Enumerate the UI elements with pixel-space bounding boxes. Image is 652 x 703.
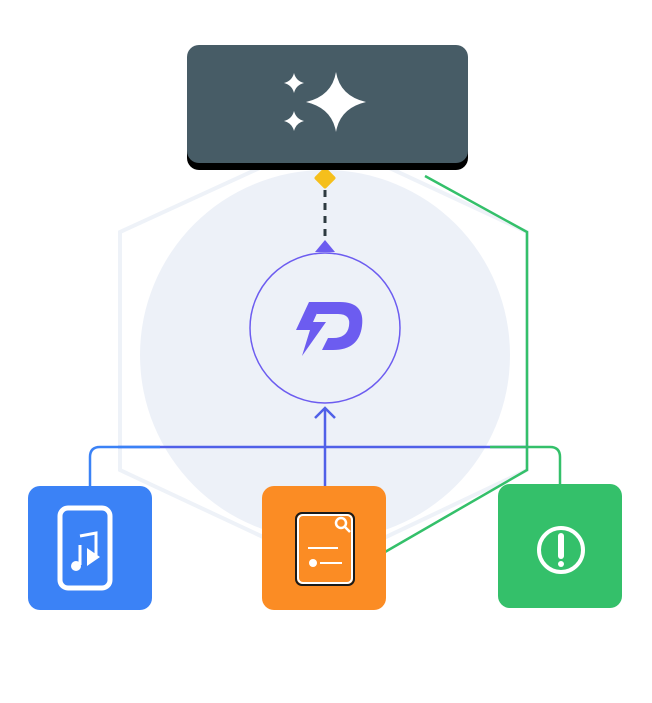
up-arrow-icon xyxy=(314,406,336,419)
document-search-icon xyxy=(295,512,355,586)
left-card[interactable] xyxy=(28,486,152,610)
lightning-d-logo-icon xyxy=(296,302,363,356)
alert-circle-icon xyxy=(537,526,585,574)
sparkles-icon xyxy=(284,72,366,132)
center-node[interactable] xyxy=(249,252,401,404)
blue-connector-left xyxy=(88,445,160,486)
phone-music-icon xyxy=(57,505,113,591)
green-connector-edge xyxy=(384,174,529,554)
diamond-marker xyxy=(314,167,336,189)
triangle-pointer-icon xyxy=(315,240,335,252)
green-connector-right xyxy=(490,445,562,484)
